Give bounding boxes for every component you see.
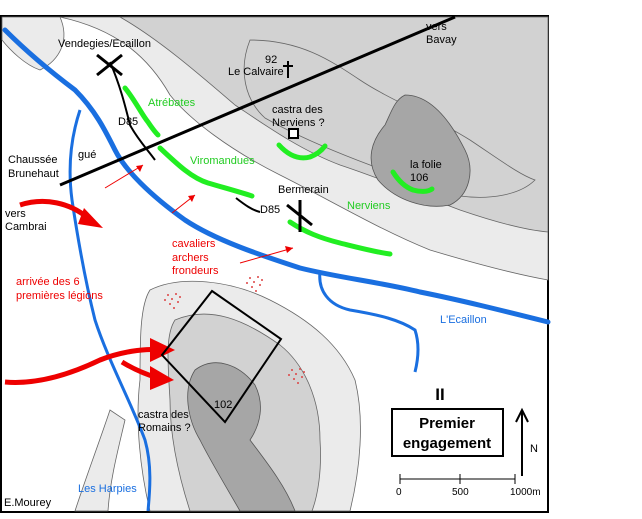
nerviens-line-south <box>287 219 393 257</box>
roman-movements <box>4 164 294 390</box>
label-castra-nerviens-2: Nerviens ? <box>272 117 325 129</box>
label-bermerain: Bermerain <box>278 184 329 196</box>
crossed-swords-icon <box>286 200 313 232</box>
river-ecaillon <box>2 27 551 325</box>
label-chaussee-1: Chaussée <box>8 154 58 166</box>
label-viromandues: Viromandues <box>190 155 255 167</box>
label-atrebates: Atrébates <box>148 97 196 109</box>
title-line-2: engagement <box>403 435 491 452</box>
label-vendegies: Vendegies/Ecaillon <box>58 38 151 50</box>
arrowhead-legions-upper <box>150 338 175 362</box>
label-vers-cambrai-2: Cambrai <box>5 221 47 233</box>
label-archers: archers <box>172 252 209 264</box>
label-arrivee-1: arrivée des 6 <box>16 276 80 288</box>
scale-tick-0: 0 <box>396 487 402 498</box>
scale-tick-1000: 1000m <box>510 487 541 498</box>
label-altitude-102: 102 <box>214 399 232 411</box>
scale-bar: 0 500 1000m <box>396 474 541 498</box>
label-arrivee-2: premières légions <box>16 290 103 302</box>
label-les-harpies: Les Harpies <box>78 483 137 495</box>
label-vers-cambrai-1: vers <box>5 208 26 220</box>
label-d85-north: D85 <box>118 116 138 128</box>
label-vers-bavay-2: Bavay <box>426 34 457 46</box>
terrain-south <box>74 280 361 512</box>
cavalry-arrowhead-1 <box>136 165 143 172</box>
cavalry-arrowhead-2 <box>188 195 195 202</box>
roman-unit-1 <box>164 293 181 309</box>
label-d85-south: D85 <box>260 204 280 216</box>
label-chaussee-2: Brunehaut <box>8 168 59 180</box>
arrowhead-legions-lower <box>150 366 174 390</box>
label-altitude-106: 106 <box>410 172 428 184</box>
nerviens-line-folie <box>390 169 435 194</box>
terrain-north-east <box>59 16 549 281</box>
label-altitude-92: 92 <box>265 54 277 66</box>
roads <box>59 15 456 213</box>
cavalry-arrowhead-3 <box>285 246 293 253</box>
tribe-lines <box>122 85 435 257</box>
label-vers-bavay-1: vers <box>426 21 447 33</box>
label-frondeurs: frondeurs <box>172 265 219 277</box>
label-castra-romains-1: castra des <box>138 409 189 421</box>
roman-unit-2 <box>246 276 263 292</box>
title-box: II Premier engagement <box>391 385 504 457</box>
nerviens-line-camp <box>276 142 328 161</box>
label-gue: gué <box>78 149 96 161</box>
crossed-swords-icon <box>96 53 123 77</box>
scale-tick-500: 500 <box>452 487 469 498</box>
cavalry-arrow-3 <box>239 247 294 264</box>
roman-unit-3 <box>288 368 305 384</box>
rivers <box>2 27 551 512</box>
label-castra-romains-2: Romains ? <box>138 422 191 434</box>
north-label: N <box>530 443 538 455</box>
label-la-folie: la folie <box>410 159 442 171</box>
label-nerviens: Nerviens <box>347 200 391 212</box>
viromandues-line <box>157 145 255 199</box>
nervian-camp-icon <box>288 128 299 139</box>
label-castra-nerviens-1: castra des <box>272 104 323 116</box>
title-frame <box>391 408 504 457</box>
road-d85-south <box>235 197 261 213</box>
north-arrow-icon: N <box>515 407 538 476</box>
calvary-cross-icon <box>283 61 293 78</box>
title-line-1: Premier <box>419 415 475 432</box>
arrowhead-cambrai <box>78 208 103 228</box>
road-chaussee-brunehaut <box>59 15 456 187</box>
river-harpies <box>68 109 152 512</box>
label-l-ecaillon: L'Ecaillon <box>440 314 487 326</box>
road-d85-north <box>109 61 156 161</box>
roman-unit-markers <box>164 276 305 384</box>
atrebates-line <box>122 85 161 138</box>
roman-camp-outline <box>160 289 283 424</box>
title-numeral: II <box>435 385 444 404</box>
label-cavaliers: cavaliers <box>172 238 216 250</box>
river-ecaillon-branch <box>318 271 420 373</box>
label-author: E.Mourey <box>4 497 52 509</box>
cavalry-arrow-1 <box>104 164 144 189</box>
arrow-legions-upper <box>4 347 161 385</box>
terrain-north-west <box>1 16 65 71</box>
label-le-calvaire: Le Calvaire <box>228 66 284 78</box>
